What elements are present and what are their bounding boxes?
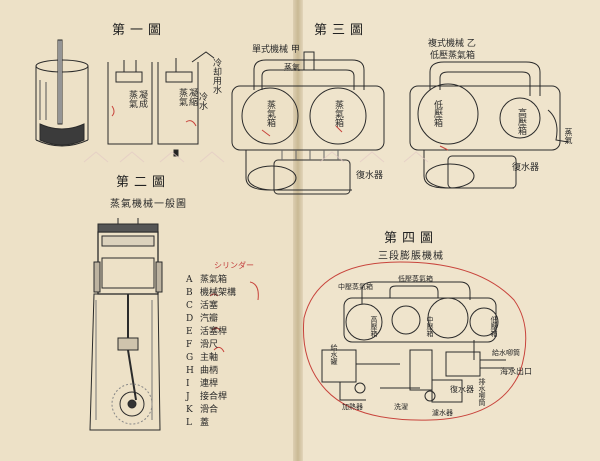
fig4-label-hp: 高壓箱: [370, 316, 378, 337]
legend-text: 接合桿: [200, 392, 228, 402]
legend-key: I: [186, 379, 190, 389]
fig2-legend-item: B 機械架構: [186, 285, 236, 298]
fig2-legend-item: C 活塞: [186, 298, 218, 311]
fig1-label-cold-water: 冷水: [197, 92, 207, 110]
fig2-legend-note: シリンダー: [214, 261, 254, 270]
fig3-right-caption: 複式機械 乙: [428, 39, 476, 49]
fig3-label-steam2: 蒸氣: [564, 128, 573, 144]
legend-key: G: [186, 353, 194, 363]
fig3-left-caption: 單式機械 甲: [252, 45, 300, 55]
fig3-label-condenser2: 復水器: [512, 163, 540, 173]
fig2-legend-item: K 滑合: [186, 402, 218, 415]
fig2-legend-item: E 活塞桿: [186, 324, 227, 337]
fig3-compound-engine-drawing: [409, 61, 569, 189]
fig2-engine-drawing: [89, 218, 163, 431]
fig4-label-pump: 給水喞筒: [492, 349, 520, 357]
fig2-legend-item: D 汽瓣: [186, 311, 218, 324]
fig3-single-engine-drawing: [231, 51, 385, 195]
fig4-subtitle: 三段膨脹機械: [378, 251, 444, 262]
fig2-legend-item: I 連桿: [186, 376, 218, 389]
fig4-label-sea: 海水出口: [500, 367, 532, 376]
fig3-title: 第三圖: [314, 23, 369, 38]
fig1-label-condense-b: 凝縮: [187, 88, 197, 106]
right-page: [298, 0, 600, 461]
fig3-right-caption2: 低壓蒸氣箱: [430, 51, 476, 61]
fig4-title: 第四圖: [384, 231, 439, 246]
fig2-legend-item: A 蒸氣箱: [186, 272, 227, 285]
legend-text: 曲柄: [200, 366, 219, 376]
fig1-label-steam-a: 蒸氣: [127, 90, 137, 108]
fig4-label-mid: 中壓蒸氣箱: [338, 283, 373, 291]
fig1-cylinder-drawing: [35, 39, 89, 147]
fig4-label-discharge: 排水喞筒: [478, 378, 486, 406]
legend-key: J: [186, 392, 190, 402]
fig4-triple-expansion-drawing: [321, 281, 514, 403]
legend-key: L: [186, 418, 192, 428]
fig1-title: 第一圖: [112, 23, 167, 38]
fig1-label-cooling-water: 冷却用水: [211, 58, 221, 94]
legend-key: K: [186, 405, 193, 415]
red-pencil-marks: [111, 105, 527, 421]
fig2-legend-item: H 曲柄: [186, 363, 218, 376]
fig2-legend-item: G 主軸: [186, 350, 218, 363]
fig4-label-heater: 加熱器: [342, 403, 363, 411]
fig4-label-filter: 濾水器: [432, 409, 453, 417]
fig4-label-cond: 復水器: [450, 385, 474, 394]
legend-text: 活塞桿: [200, 327, 228, 337]
legend-text: 汽瓣: [200, 314, 219, 324]
fig1-label-condense-a: 凝成: [137, 90, 147, 108]
fig1-label-steam-b: 蒸氣: [177, 88, 187, 106]
fig4-label-ip: 中壓箱: [426, 316, 434, 337]
legend-key: E: [186, 327, 193, 337]
fig3-label-box-left: 蒸氣箱: [265, 100, 275, 127]
legend-text: 蓋: [200, 418, 210, 428]
fig4-label-wash: 洗濯: [394, 403, 408, 411]
legend-text: 主軸: [200, 353, 219, 363]
fig2-legend-item: J 接合桿: [186, 389, 227, 402]
legend-key: F: [186, 340, 193, 350]
legend-text: 機械架構: [200, 288, 237, 298]
fig3-label-condenser: 復水器: [356, 171, 384, 181]
legend-key: C: [186, 301, 193, 311]
legend-text: 活塞: [200, 301, 219, 311]
binding-fold: [293, 0, 303, 461]
fig1-condenser-drawing: [107, 51, 215, 157]
legend-text: 蒸氣箱: [200, 275, 228, 285]
fig4-label-to-boiler: 給水罐: [330, 344, 338, 365]
fig2-title: 第二圖: [116, 175, 171, 190]
legend-text: 滑尺: [200, 340, 219, 350]
legend-key: A: [186, 275, 193, 285]
legend-text: 連桿: [200, 379, 219, 389]
fig2-legend-item: F 滑尺: [186, 337, 218, 350]
bleed-through: [83, 151, 429, 163]
legend-key: H: [186, 366, 194, 376]
legend-key: D: [186, 314, 194, 324]
fig3-label-high: 高壓箱: [516, 108, 526, 135]
fig4-label-low: 低壓蒸氣箱: [398, 275, 433, 283]
legend-key: B: [186, 288, 193, 298]
fig4-label-lp: 低壓箱: [490, 316, 498, 337]
fig3-label-low: 低壓箱: [432, 100, 442, 127]
fig2-subtitle: 蒸氣機械一般圖: [110, 199, 187, 210]
fig3-label-steam: 蒸氣: [284, 63, 300, 72]
fig3-label-box-right: 蒸氣箱: [333, 100, 343, 127]
legend-text: 滑合: [200, 405, 219, 415]
